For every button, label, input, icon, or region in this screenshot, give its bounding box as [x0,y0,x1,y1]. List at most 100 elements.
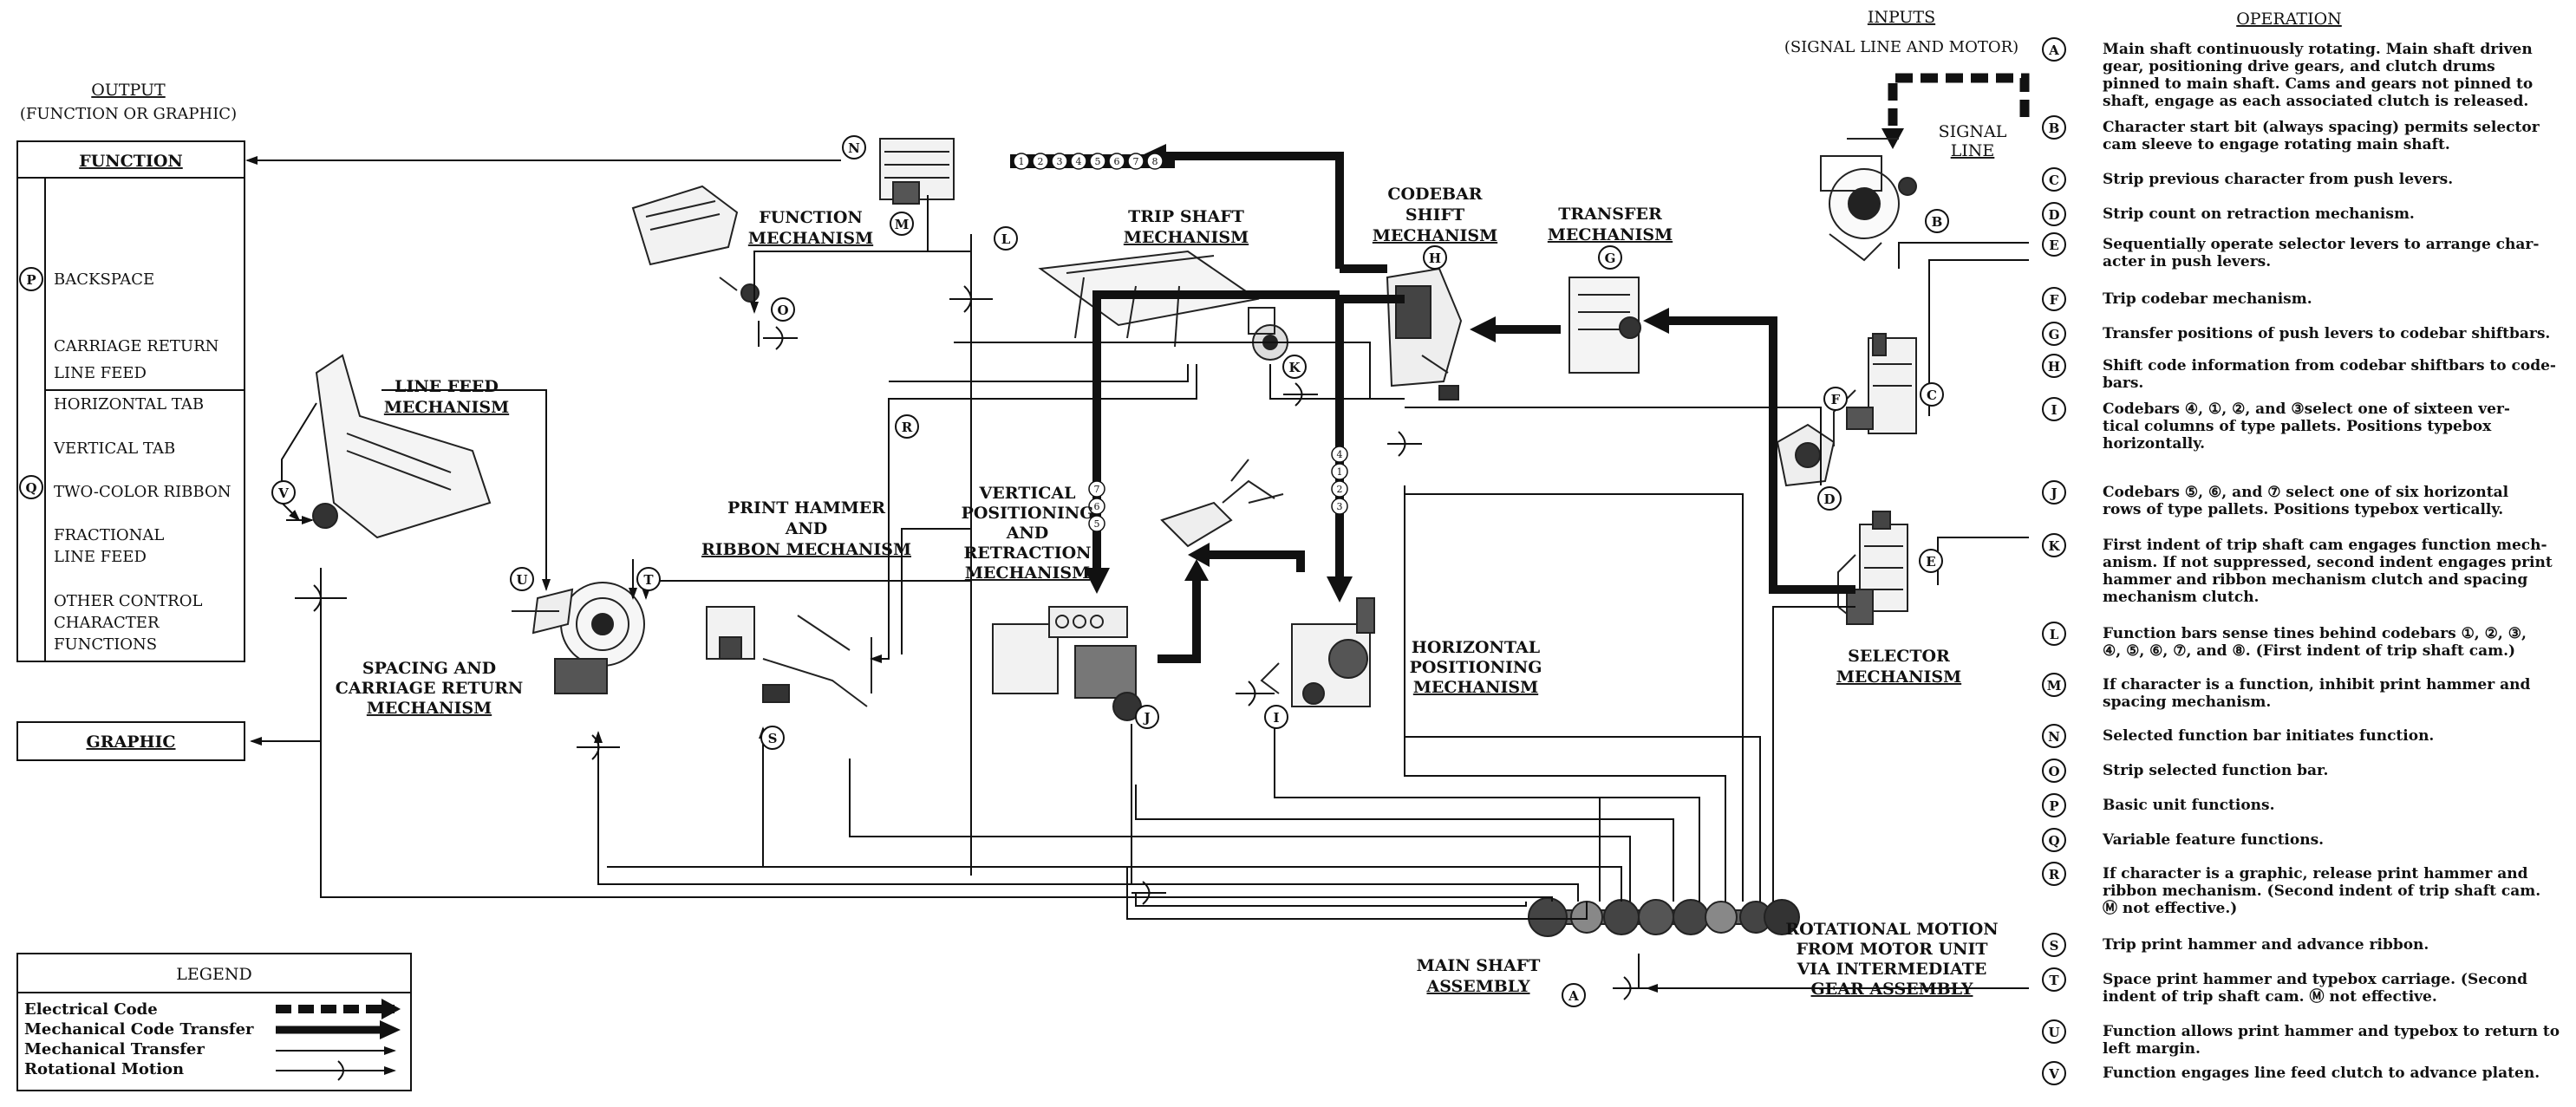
operation-key-marker [2042,1061,2066,1085]
operation-key: N [2048,729,2060,745]
operation-text-line: horizontally. [2103,435,2205,453]
svg-text:I: I [1273,710,1279,726]
clutch-symbols [295,285,1647,1000]
code-bubbles-horizontal: 4 1 2 3 [1331,446,1348,515]
svg-text:H: H [1429,251,1441,266]
operation-item: U Function allows print hammer and typebo… [2042,1019,2560,1058]
operation-key-marker [2042,397,2066,421]
svg-text:U: U [516,572,527,588]
operation-text-line: Strip count on retraction mechanism. [2103,205,2415,223]
operation-item: H Shift code information from codebar shi… [2042,354,2556,392]
inputs-subtitle: (SIGNAL LINE AND MOTOR) [1784,38,2018,56]
p-item: LINE FEED [54,364,147,382]
inputs-title: INPUTS [1868,8,1935,27]
operation-text-line: Function allows print hammer and typebox… [2103,1023,2560,1040]
code-bubble: 8 [1152,156,1158,167]
typebox-sketch [1160,459,1284,548]
svg-text:AND: AND [1006,524,1049,543]
operation-key: J [2049,485,2057,501]
svg-text:SELECTOR: SELECTOR [1848,647,1950,666]
svg-text:L: L [1001,231,1011,247]
code-bubble: 5 [1095,156,1101,167]
operation-key-marker [2042,37,2066,62]
transfer-sketch [1568,277,1641,374]
function-output-box: FUNCTION P Q BACKSPACE CARRIAGE RETURN L… [16,140,245,662]
transfer-lines [245,156,2029,993]
operation-key: P [2049,798,2058,814]
selector-clutch-sketch [1820,138,1917,262]
operation-text-line: tical columns of type pallets. Positions… [2103,418,2492,435]
marker-d: D [1817,486,1842,511]
code-bubble: 6 [1094,501,1100,512]
svg-text:FROM MOTOR UNIT: FROM MOTOR UNIT [1796,940,1987,959]
svg-text:LINE FEED: LINE FEED [395,377,499,396]
operation-text-line: indent of trip shaft cam. Ⓜ not effectiv… [2103,987,2437,1006]
svg-text:G: G [1605,251,1616,266]
code-bubble: 5 [1094,518,1100,530]
svg-text:RIBBON MECHANISM: RIBBON MECHANISM [701,540,911,559]
marker-r: R [895,414,919,439]
marker-m: M [890,212,914,236]
svg-text:TRIP SHAFT: TRIP SHAFT [1128,207,1244,226]
q-item: TWO-COLOR RIBBON [54,483,231,501]
graphic-output-box: GRAPHIC [16,721,245,761]
operation-title: OPERATION [2236,10,2342,29]
operation-text-line: Basic unit functions. [2103,797,2275,814]
marker-l: L [994,226,1018,251]
code-bubbles-vertical: 7 6 5 [1088,480,1105,532]
label-horizontal-positioning-mechanism: HORIZONTAL POSITIONING MECHANISM [1410,638,1542,697]
operation-text-line: anism. If not suppressed, second indent … [2103,554,2553,571]
function-header: FUNCTION [79,152,183,171]
operation-key: R [2049,867,2060,882]
operation-key: H [2048,359,2060,374]
svg-text:VERTICAL: VERTICAL [979,484,1076,503]
svg-text:FUNCTION: FUNCTION [759,208,863,227]
marker-k: K [1282,355,1307,379]
svg-text:A: A [1568,988,1579,1004]
q-item: LINE FEED [54,548,147,566]
print-hammer-sketch [706,606,872,707]
operation-key: A [2048,42,2059,58]
label-selector-mechanism: SELECTOR MECHANISM [1836,647,1961,687]
legend-item: Electrical Code [24,1000,158,1019]
operation-text-line: bars. [2103,374,2143,392]
svg-text:AND: AND [785,519,828,538]
graphic-label: GRAPHIC [86,733,175,752]
svg-text:MECHANISM: MECHANISM [1413,678,1538,697]
legend-item: Mechanical Code Transfer [24,1020,254,1039]
label-transfer-mechanism: TRANSFER MECHANISM [1548,205,1673,244]
legend-item: Mechanical Transfer [24,1040,205,1058]
operation-text-line: Shift code information from codebar shif… [2103,357,2556,374]
function-mech-sketch [879,138,955,205]
svg-text:MECHANISM: MECHANISM [384,398,509,417]
marker-h: H [1423,245,1447,270]
operation-key: F [2050,292,2059,308]
svg-text:PRINT HAMMER: PRINT HAMMER [727,498,885,518]
operation-key: Q [2048,833,2059,849]
label-line-feed-mechanism: LINE FEED MECHANISM [384,377,509,417]
operation-key-marker [2042,862,2066,886]
mechanism-illustrations [312,138,1917,937]
operation-key-marker [2042,533,2066,557]
operation-text-line: rows of type pallets. Positions typebox … [2103,501,2503,518]
operation-key: U [2048,1025,2059,1040]
operation-text-line: cam sleeve to engage rotating main shaft… [2103,136,2450,153]
label-trip-shaft-mechanism: TRIP SHAFT MECHANISM [1124,207,1249,247]
svg-text:F: F [1831,392,1841,407]
operation-text-line: Strip previous character from push lever… [2103,171,2453,188]
label-vertical-positioning-mechanism: VERTICAL POSITIONING AND RETRACTION MECH… [962,484,1094,583]
operation-key: K [2048,538,2060,554]
operation-key-marker [2042,202,2066,226]
output-subtitle: (FUNCTION OR GRAPHIC) [20,105,237,123]
svg-text:Q: Q [25,480,36,496]
svg-text:P: P [26,272,36,288]
operation-key: B [2049,120,2060,136]
marker-p [19,267,43,291]
